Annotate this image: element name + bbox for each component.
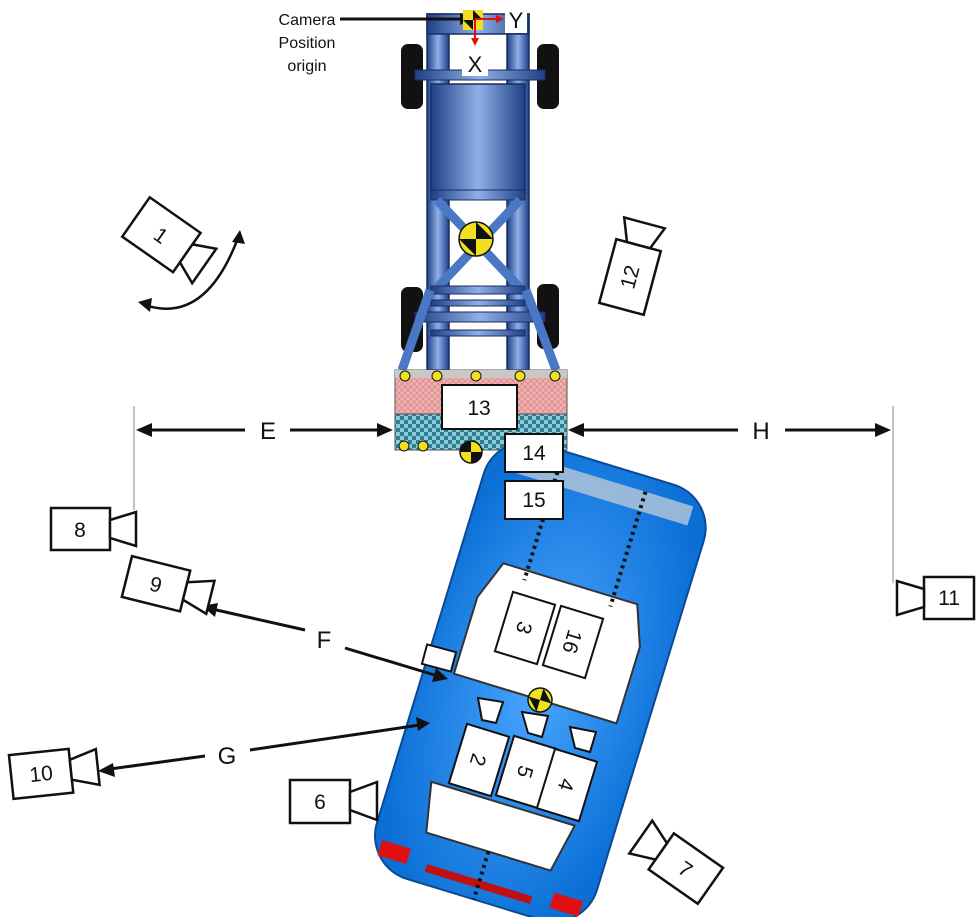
x-axis-label: X: [468, 52, 483, 77]
sled-wheel-front-left: [401, 44, 423, 109]
box-2: 2: [447, 722, 511, 798]
dimension-g: G: [98, 717, 430, 777]
box-4: 4: [535, 747, 599, 823]
rotation-arc: [144, 237, 240, 310]
box-15-label: 15: [522, 489, 545, 512]
origin-label-line-2: Position: [279, 35, 336, 52]
camera-6-label: 6: [314, 791, 326, 814]
box-16: 16: [541, 604, 605, 680]
origin-label-line-1: Camera: [279, 12, 336, 29]
camera-6: 6: [288, 778, 379, 825]
dimension-f-label: F: [317, 627, 332, 654]
camera-12: 12: [597, 215, 667, 317]
y-axis-label: Y: [509, 8, 524, 33]
camera-10-label: 10: [28, 762, 54, 787]
barrier-cg-target: [459, 440, 483, 464]
box-3: 3: [493, 590, 557, 666]
dimension-g-label: G: [218, 743, 237, 770]
sled-wheel-front-right: [537, 44, 559, 109]
camera-9: 9: [120, 554, 217, 616]
box-5: 5: [494, 734, 558, 810]
camera-10: 10: [7, 747, 101, 801]
camera-11-label: 11: [938, 587, 960, 610]
dimension-f: F: [202, 603, 448, 682]
origin-label-line-3: origin: [287, 58, 326, 75]
box-13: 13: [441, 384, 518, 430]
camera-7: 7: [627, 818, 725, 906]
dimension-e: E: [136, 418, 393, 445]
camera-9-label: 9: [147, 573, 164, 598]
box-14: 14: [504, 433, 564, 473]
camera-11: 11: [895, 575, 976, 621]
box-13-label: 13: [467, 397, 490, 420]
sled-cg-target: [458, 221, 494, 257]
box-14-label: 14: [522, 442, 546, 465]
camera-1: 1: [120, 195, 219, 286]
camera-8-label: 8: [74, 519, 86, 542]
vehicle-cg-target: [527, 687, 553, 713]
dimension-h-label: H: [752, 418, 769, 445]
dimension-h: H: [568, 418, 891, 445]
test-vehicle: [374, 440, 707, 917]
dimension-e-label: E: [260, 418, 276, 445]
camera-8: 8: [49, 506, 138, 552]
box-15: 15: [504, 480, 564, 520]
